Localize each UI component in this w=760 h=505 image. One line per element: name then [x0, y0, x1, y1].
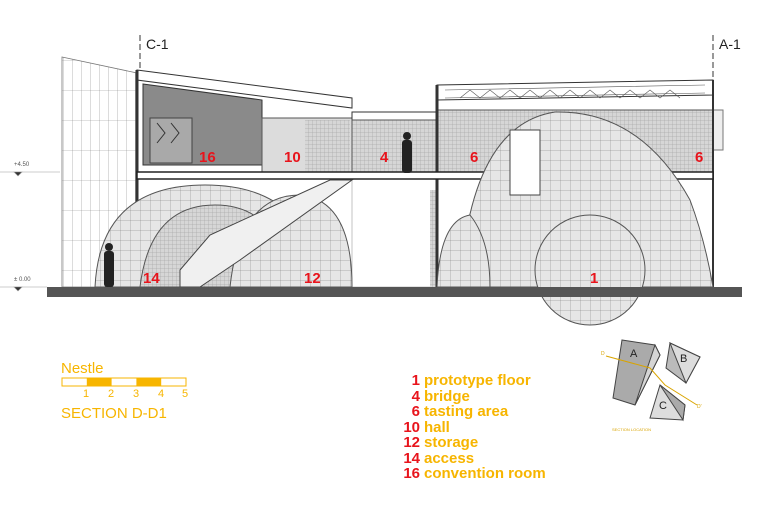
legend-label: hall — [424, 418, 450, 436]
ground-line — [47, 287, 742, 297]
scale-tick-2: 2 — [108, 388, 115, 400]
domes — [94, 111, 714, 326]
key-plan-block-a: A — [630, 348, 638, 360]
room-tag-16: 16 — [199, 149, 216, 166]
key-plan-block-c: C — [659, 400, 667, 412]
key-plan-caption: SECTION LOCATION — [612, 427, 652, 432]
section-title: SECTION D-D1 — [61, 405, 167, 422]
scale-tick-1: 1 — [83, 388, 90, 400]
level-markers — [0, 171, 60, 292]
room-tag-12: 12 — [304, 270, 321, 287]
level-label-upper: +4.50 — [14, 162, 30, 168]
key-plan-cut-end: D' — [697, 404, 702, 410]
legend-number: 1 — [411, 372, 420, 389]
room-tag-4: 4 — [380, 149, 389, 166]
gridline-label-c1: C-1 — [146, 36, 169, 52]
legend-label: access — [424, 449, 475, 467]
legend-label: storage — [424, 434, 479, 451]
left-building — [135, 69, 353, 287]
legend-label: bridge — [424, 387, 470, 405]
room-tag-6-left: 6 — [470, 149, 479, 166]
legend-number: 6 — [411, 403, 420, 420]
human-figure-icon — [104, 132, 412, 287]
legend-number: 10 — [403, 418, 420, 436]
room-tag-1: 1 — [590, 270, 599, 287]
scale-tick-5: 5 — [182, 388, 189, 400]
scale-tick-4: 4 — [158, 388, 165, 400]
scale-tick-3: 3 — [133, 388, 140, 400]
level-label-ground: ± 0.00 — [14, 277, 31, 283]
key-plan — [605, 339, 701, 422]
legend-label: tasting area — [424, 403, 509, 420]
key-plan-block-b: B — [680, 353, 688, 365]
gridline-label-a1: A-1 — [719, 36, 741, 52]
room-tag-6-right: 6 — [695, 149, 704, 166]
legend-label: convention room — [424, 465, 546, 482]
legend-label: prototype floor — [424, 372, 531, 389]
floor-slab — [136, 171, 714, 180]
legend-number: 14 — [403, 449, 420, 467]
room-tag-14: 14 — [143, 270, 160, 287]
key-plan-cut-start: D — [601, 351, 605, 357]
client-name: Nestle — [61, 360, 104, 377]
legend-number: 16 — [403, 465, 420, 482]
legend-number: 12 — [403, 434, 420, 451]
scale-bar — [61, 377, 187, 387]
bridge — [351, 111, 438, 288]
legend-number: 4 — [411, 387, 420, 405]
room-tag-10: 10 — [284, 149, 301, 166]
